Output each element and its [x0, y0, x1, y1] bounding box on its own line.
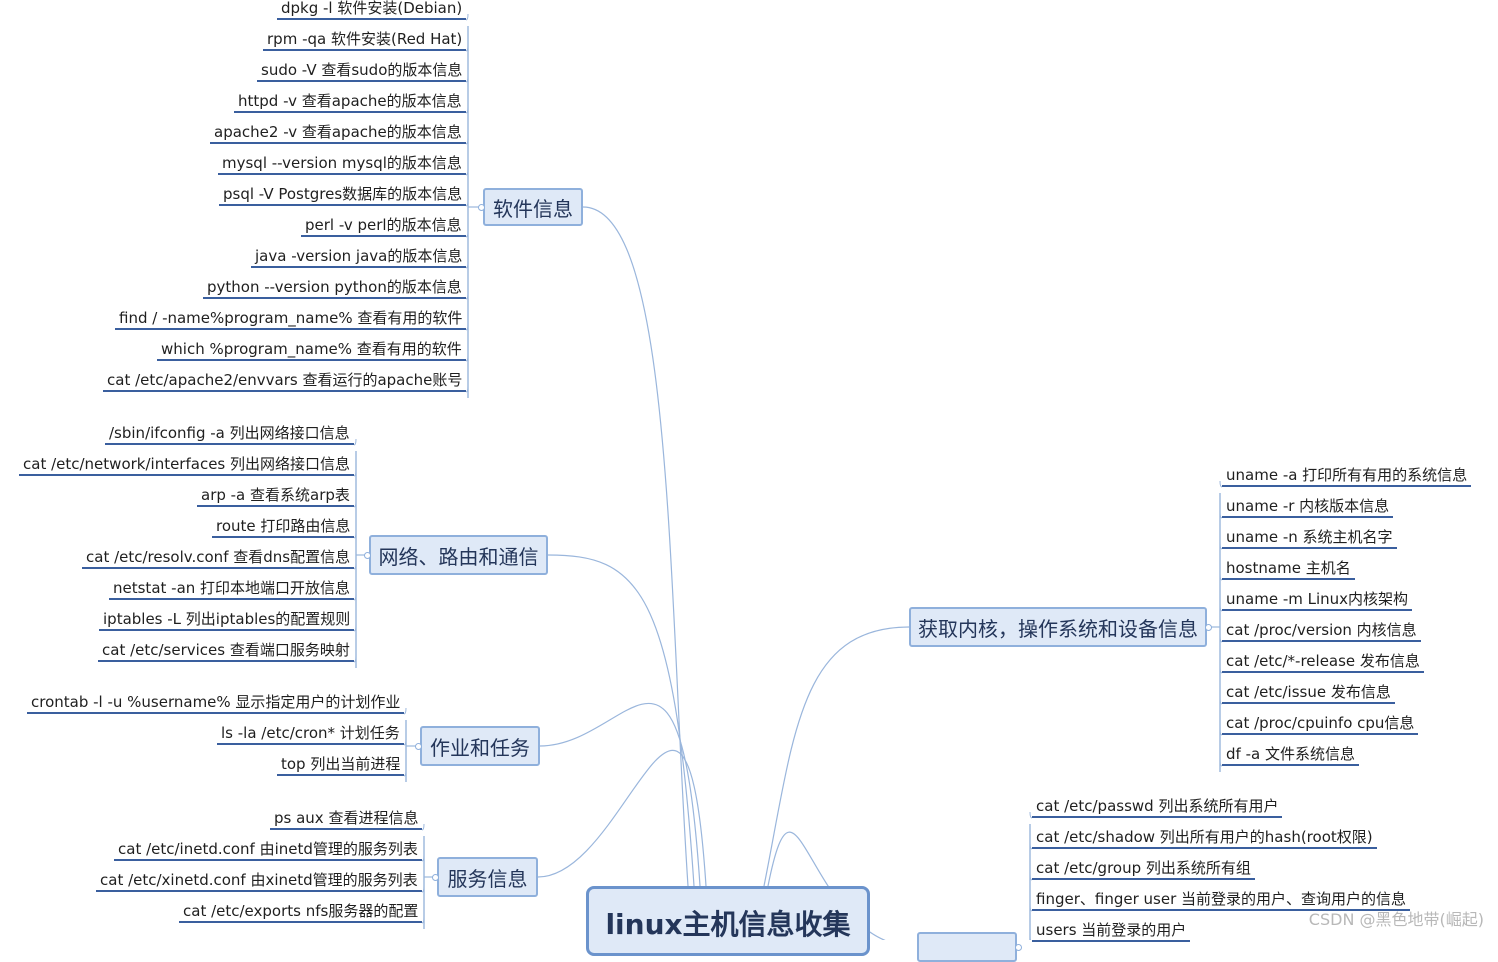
leaf-item[interactable]: cat /etc/passwd 列出系统所有用户	[1032, 796, 1283, 818]
leaf-link	[1029, 873, 1033, 881]
leaf-item[interactable]: perl -v perl的版本信息	[301, 215, 466, 237]
leaf-item[interactable]: uname -m Linux内核架构	[1222, 589, 1413, 611]
leaf-link	[465, 230, 469, 238]
leaf-item[interactable]: /sbin/ifconfig -a 列出网络接口信息	[105, 423, 354, 445]
leaf-link	[1219, 759, 1223, 767]
root-link-users	[767, 831, 887, 940]
leaf-item[interactable]: df -a 文件系统信息	[1222, 744, 1359, 766]
leaf-link	[1219, 511, 1223, 519]
leaf-item[interactable]: cat /etc/*-release 发布信息	[1222, 651, 1424, 673]
leaf-item[interactable]: finger、finger user 当前登录的用户、查询用户的信息	[1032, 889, 1410, 911]
leaf-link	[465, 44, 469, 52]
leaf-link	[465, 168, 469, 176]
leaf-link	[1029, 811, 1033, 819]
leaf-link	[1219, 635, 1223, 643]
leaf-link	[1219, 480, 1223, 488]
leaf-link	[1219, 604, 1223, 612]
leaf-link	[1219, 728, 1223, 736]
leaf-item[interactable]: python --version python的版本信息	[203, 277, 466, 299]
leaf-item[interactable]: apache2 -v 查看apache的版本信息	[210, 122, 466, 144]
leaf-item[interactable]: java -version java的版本信息	[251, 246, 467, 268]
leaf-item[interactable]: cat /etc/group 列出系统所有组	[1032, 858, 1255, 880]
leaf-item[interactable]: cat /etc/services 查看端口服务映射	[98, 640, 354, 662]
leaf-item[interactable]: cat /proc/cpuinfo cpu信息	[1222, 713, 1419, 735]
leaf-item[interactable]: dpkg -l 软件安装(Debian)	[277, 0, 467, 20]
leaf-item[interactable]: httpd -v 查看apache的版本信息	[234, 91, 466, 113]
leaf-item[interactable]: uname -n 系统主机名字	[1222, 527, 1397, 549]
leaf-link	[421, 885, 425, 893]
leaf-item[interactable]: cat /etc/network/interfaces 列出网络接口信息	[19, 454, 355, 476]
leaf-item[interactable]: route 打印路由信息	[212, 516, 355, 538]
leaf-item[interactable]: top 列出当前进程	[277, 754, 405, 776]
leaf-item[interactable]: cat /etc/xinetd.conf 由xinetd管理的服务列表	[96, 870, 422, 892]
root-node[interactable]: linux主机信息收集	[586, 886, 870, 956]
leaf-link	[353, 624, 357, 632]
root-link-services	[537, 749, 707, 887]
leaf-item[interactable]: iptables -L 列出iptables的配置规则	[99, 609, 355, 631]
branch-users[interactable]	[917, 932, 1017, 962]
branch-jobs[interactable]: 作业和任务	[420, 726, 540, 766]
leaf-item[interactable]: uname -r 内核版本信息	[1222, 496, 1394, 518]
leaf-item[interactable]: ps aux 查看进程信息	[270, 808, 423, 830]
leaf-link	[353, 655, 357, 663]
leaf-item[interactable]: crontab -l -u %username% 显示指定用户的计划作业	[27, 692, 405, 714]
leaf-item[interactable]: ls -la /etc/cron* 计划任务	[217, 723, 404, 745]
leaf-link	[353, 593, 357, 601]
collapse-handle-network[interactable]	[364, 552, 371, 559]
leaf-item[interactable]: cat /etc/apache2/envvars 查看运行的apache账号	[103, 370, 467, 392]
leaf-link	[1219, 542, 1223, 550]
leaf-link	[465, 354, 469, 362]
collapse-handle-jobs[interactable]	[415, 743, 422, 750]
collapse-handle-users[interactable]	[1015, 944, 1022, 951]
leaf-link	[465, 13, 469, 21]
leaf-item[interactable]: cat /etc/inetd.conf 由inetd管理的服务列表	[114, 839, 422, 861]
collapse-handle-software[interactable]	[478, 204, 485, 211]
root-link-software	[582, 206, 689, 887]
leaf-item[interactable]: cat /etc/issue 发布信息	[1222, 682, 1395, 704]
leaf-link	[353, 562, 357, 570]
leaf-item[interactable]: sudo -V 查看sudo的版本信息	[257, 60, 467, 82]
leaf-link	[465, 199, 469, 207]
branch-services[interactable]: 服务信息	[437, 857, 538, 897]
root-link-kernel	[763, 626, 910, 887]
leaf-link	[465, 106, 469, 114]
leaf-link	[1219, 666, 1223, 674]
leaf-item[interactable]: which %program_name% 查看有用的软件	[157, 339, 466, 361]
leaf-item[interactable]: mysql --version mysql的版本信息	[218, 153, 466, 175]
branch-network[interactable]: 网络、路由和通信	[369, 535, 548, 575]
root-link-network	[547, 554, 695, 887]
leaf-item[interactable]: users 当前登录的用户	[1032, 920, 1191, 942]
leaf-item[interactable]: cat /proc/version 内核信息	[1222, 620, 1421, 642]
leaf-link	[353, 500, 357, 508]
leaf-item[interactable]: cat /etc/resolv.conf 查看dns配置信息	[82, 547, 355, 569]
leaf-link	[421, 854, 425, 862]
watermark: CSDN @黑色地带(崛起)	[1308, 910, 1484, 929]
leaf-link	[1219, 697, 1223, 705]
leaf-item[interactable]: arp -a 查看系统arp表	[197, 485, 354, 507]
leaf-link	[465, 292, 469, 300]
root-link-jobs	[539, 702, 701, 887]
leaf-link	[1029, 842, 1033, 850]
leaf-item[interactable]: hostname 主机名	[1222, 558, 1355, 580]
leaf-item[interactable]: cat /etc/shadow 列出所有用户的hash(root权限)	[1032, 827, 1377, 849]
leaf-item[interactable]: cat /etc/exports nfs服务器的配置	[179, 901, 423, 923]
leaf-link	[353, 469, 357, 477]
leaf-link	[1029, 935, 1031, 940]
leaf-link	[403, 738, 407, 746]
leaf-link	[1219, 573, 1223, 581]
mind-map: linux主机信息收集 CSDN @黑色地带(崛起) 软件信息 dpkg -l 软…	[19, 0, 1484, 962]
branch-software[interactable]: 软件信息	[483, 188, 583, 226]
leaf-item[interactable]: netstat -an 打印本地端口开放信息	[109, 578, 355, 600]
branch-kernel[interactable]: 获取内核，操作系统和设备信息	[909, 607, 1207, 647]
leaf-item[interactable]: find / -name%program_name% 查看有用的软件	[115, 308, 467, 330]
leaf-item[interactable]: uname -a 打印所有有用的系统信息	[1222, 465, 1472, 487]
leaf-link	[353, 438, 357, 446]
collapse-handle-services[interactable]	[432, 874, 439, 881]
leaf-link	[465, 137, 469, 145]
leaf-item[interactable]: rpm -qa 软件安装(Red Hat)	[263, 29, 467, 51]
leaf-item[interactable]: psql -V Postgres数据库的版本信息	[219, 184, 467, 206]
collapse-handle-kernel[interactable]	[1205, 624, 1212, 631]
leaf-link	[1029, 904, 1033, 912]
